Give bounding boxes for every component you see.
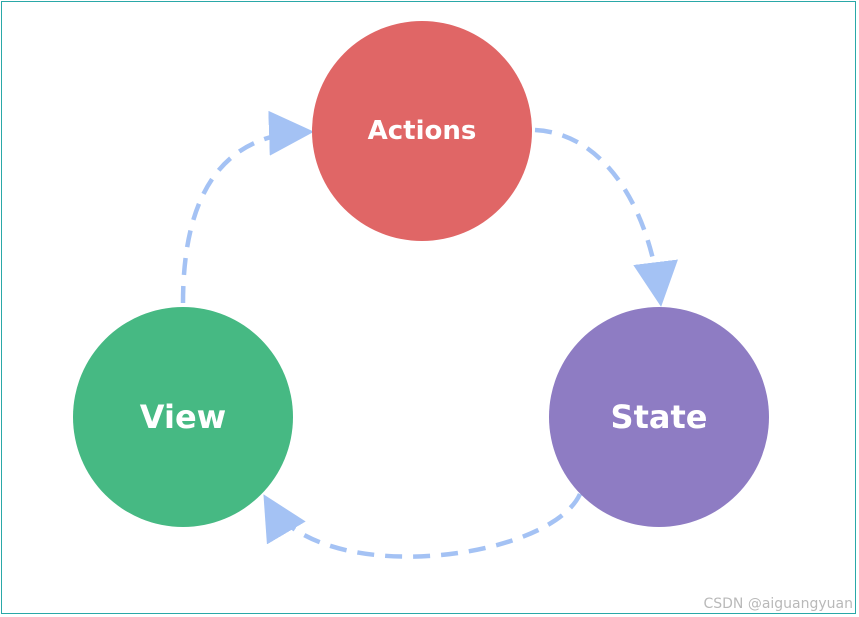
arrow-actions-to-state: [534, 127, 678, 307]
actions-circle: [312, 21, 532, 241]
watermark: CSDN @aiguangyuan: [703, 596, 853, 612]
actions-label: Actions: [368, 116, 477, 146]
node-view: View: [73, 307, 293, 527]
state-circle: [549, 307, 769, 527]
node-state: State: [549, 307, 769, 527]
arrow-state-to-view: [263, 493, 583, 559]
node-actions: Actions: [312, 21, 532, 241]
view-label: View: [140, 398, 226, 436]
view-circle: [73, 307, 293, 527]
state-label: State: [611, 398, 708, 436]
arrow-view-to-actions: [180, 110, 314, 304]
